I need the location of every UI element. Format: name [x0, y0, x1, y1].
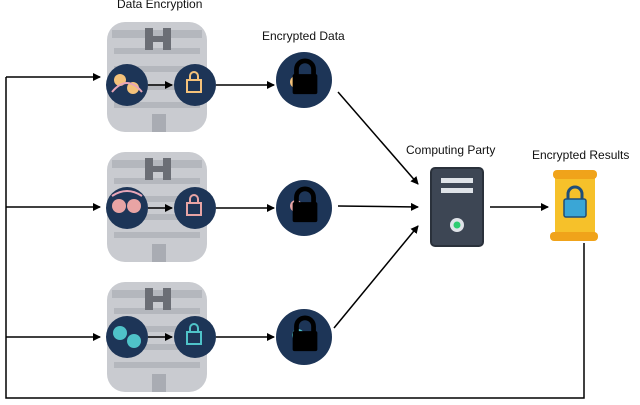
- encryption-icon-1: [174, 64, 216, 106]
- encrypted-data-label: Encrypted Data: [262, 29, 345, 43]
- feedback-connector: [5, 73, 585, 399]
- encrypted-results-label: Encrypted Results: [532, 148, 630, 162]
- computing-party-label: Computing Party: [406, 143, 496, 157]
- encryption-icon-2: [174, 187, 216, 229]
- encryption-icon-3: [174, 316, 216, 358]
- server-icon: [430, 167, 484, 247]
- hospital-row-1: [106, 22, 419, 185]
- patient-data-icon-3: [106, 316, 148, 358]
- lock-icon: [563, 185, 587, 218]
- patient-data-icon-2: [106, 187, 148, 229]
- hospital-row-3: [106, 225, 419, 392]
- encrypted-results-icon: [550, 170, 598, 241]
- encrypted-data-icon-2: [276, 180, 332, 236]
- encrypted-data-icon-3: [276, 309, 332, 365]
- hospital-row-2: [106, 152, 419, 262]
- data-encryption-label: Data Encryption: [117, 0, 203, 11]
- patient-data-icon-1: [106, 64, 148, 106]
- encrypted-data-icon-1: [276, 52, 332, 108]
